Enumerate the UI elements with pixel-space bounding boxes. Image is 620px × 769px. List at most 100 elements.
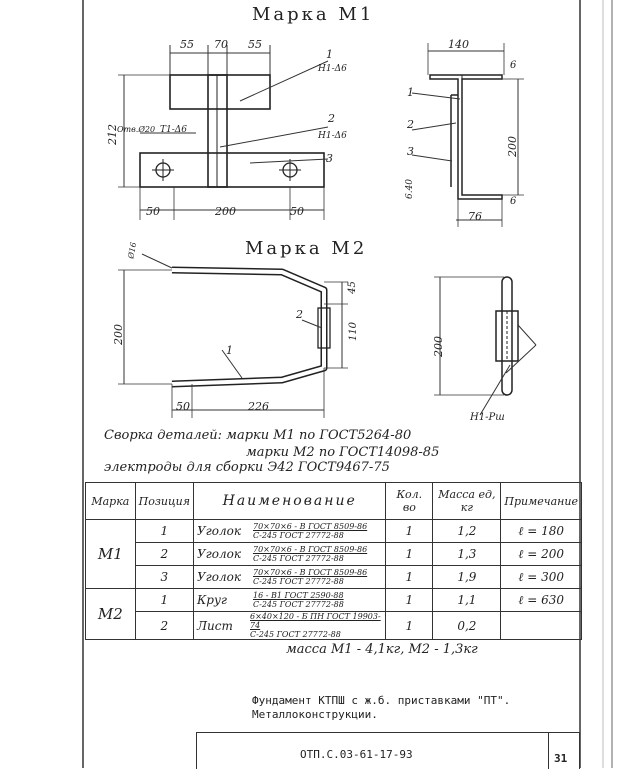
note-cell: ℓ = 180: [500, 519, 582, 543]
m2-dim-200: 200: [112, 324, 125, 345]
header-qty: Кол. во: [385, 482, 434, 520]
header-mark: Марка: [85, 482, 136, 520]
pos-cell: 2: [134, 542, 195, 566]
item-gost-1: 16 - В1 ГОСТ 2590-88: [253, 591, 344, 600]
mark-cell: М1: [85, 519, 136, 589]
m1-dim-55-left: 55: [180, 38, 194, 51]
m2-weld-label: Н1-Рш: [470, 412, 505, 423]
m1-side-dim-200: 200: [506, 136, 519, 157]
m1-side-dim-6-bottom: 6: [510, 196, 517, 207]
m2-title: Марка М2: [245, 238, 368, 259]
title-block-line-2: Металлоконструкции.: [252, 708, 378, 721]
sheet-number-frame: [548, 732, 580, 769]
mark-cell: М2: [85, 588, 136, 640]
m1-weld-label-3: Т1-Δ6: [160, 125, 187, 135]
m1-weld-label-2: Н1-Δ6: [318, 131, 347, 141]
qty-cell: 1: [385, 588, 434, 612]
note-line-2: марки М2 по ГОСТ14098-85: [246, 445, 440, 460]
item-name: Круг: [197, 593, 227, 607]
header-mass: Масса ед, кг: [432, 482, 502, 520]
m2-dim-50: 50: [176, 400, 190, 413]
m1-side-view: [411, 43, 524, 227]
m2-dim-45: 45: [346, 281, 358, 294]
pos-cell: 1: [134, 519, 195, 543]
item-gost-2: С-245 ГОСТ 27772-88: [253, 600, 344, 609]
specification-table: Марка Позиция Наименование Кол. во Масса…: [85, 482, 582, 640]
item-name: Уголок: [197, 524, 241, 538]
m2-side-dim-200: 200: [432, 336, 445, 357]
item-gost-2: С-245 ГОСТ 27772-88: [250, 630, 341, 639]
pos-cell: 2: [134, 611, 195, 640]
note-line-1: Сворка деталей: марки М1 по ГОСТ5264-80: [104, 428, 412, 443]
pos-cell: 1: [134, 588, 195, 612]
item-gost-2: С-245 ГОСТ 27772-88: [253, 531, 344, 540]
m2-callout-2: 2: [296, 308, 303, 321]
item-name: Лист: [197, 618, 233, 633]
header-position: Позиция: [134, 482, 195, 520]
item-gost-1: 70×70×6 - В ГОСТ 8509-86: [253, 522, 368, 531]
sheet-number: 31: [554, 752, 568, 765]
m1-weld-label-1: Н1-Δ6: [318, 64, 347, 74]
note-cell: ℓ = 630: [500, 588, 582, 612]
mass-total: масса М1 - 4,1кг, М2 - 1,3кг: [286, 642, 478, 657]
mass-cell: 0,2: [432, 611, 502, 640]
item-name: Уголок: [197, 547, 241, 561]
note-line-3: электроды для сборки Э42 ГОСТ9467-75: [104, 460, 390, 475]
note-cell: [500, 611, 582, 640]
m1-side-dim-140: 140: [448, 38, 469, 51]
m1-side-callout-1: 1: [407, 86, 414, 99]
m1-dim-50-left: 50: [146, 205, 160, 218]
title-block-line-1: Фундамент КТПШ с ж.б. приставками "ПТ".: [252, 694, 511, 707]
table-header-row: Марка Позиция Наименование Кол. во Масса…: [85, 482, 582, 520]
m1-side-dim-76: 76: [468, 210, 482, 223]
qty-cell: 1: [385, 542, 434, 566]
m1-side-dim-40: 6.40: [405, 178, 416, 200]
m1-front-view: [118, 45, 329, 220]
item-gost-1: 70×70×6 - В ГОСТ 8509-86: [253, 568, 368, 577]
m1-side-callout-3: 3: [407, 145, 414, 158]
title-block-frame: [196, 732, 549, 769]
m2-front-view: [118, 253, 348, 418]
m1-callout-2: 2: [328, 112, 335, 125]
item-gost-2: С-245 ГОСТ 27772-88: [253, 577, 344, 586]
note-cell: ℓ = 300: [500, 565, 582, 589]
mass-cell: 1,2: [432, 519, 502, 543]
document-code: ОТП.С.03-61-17-93: [300, 748, 413, 761]
m1-hole-label: Отв.Ø20: [117, 125, 156, 134]
m1-side-callout-2: 2: [407, 118, 414, 131]
m1-callout-1: 1: [326, 48, 333, 61]
m2-side-view: [434, 276, 537, 416]
qty-cell: 1: [385, 611, 434, 640]
note-cell: ℓ = 200: [500, 542, 582, 566]
qty-cell: 1: [385, 519, 434, 543]
item-gost-1: 70×70×6 - В ГОСТ 8509-86: [253, 545, 368, 554]
m1-dim-70: 70: [214, 38, 228, 51]
header-name: Наименование: [192, 482, 387, 520]
mass-cell: 1,1: [432, 588, 502, 612]
m2-dim-110: 110: [348, 321, 360, 342]
mass-cell: 1,3: [432, 542, 502, 566]
m1-dim-55-right: 55: [248, 38, 262, 51]
m1-dim-50-right: 50: [290, 205, 304, 218]
header-note: Примечание: [500, 482, 582, 520]
m2-callout-1: 1: [226, 344, 233, 357]
item-gost-1: 6×40×120 - Б ПН ГОСТ 19903-74: [250, 612, 381, 630]
item-gost-2: С-245 ГОСТ 27772-88: [253, 554, 344, 563]
mass-cell: 1,9: [432, 565, 502, 589]
item-name: Уголок: [197, 570, 241, 584]
m1-dim-200: 200: [215, 205, 236, 218]
m1-title: Марка М1: [252, 4, 375, 25]
qty-cell: 1: [385, 565, 434, 589]
pos-cell: 3: [134, 565, 195, 589]
